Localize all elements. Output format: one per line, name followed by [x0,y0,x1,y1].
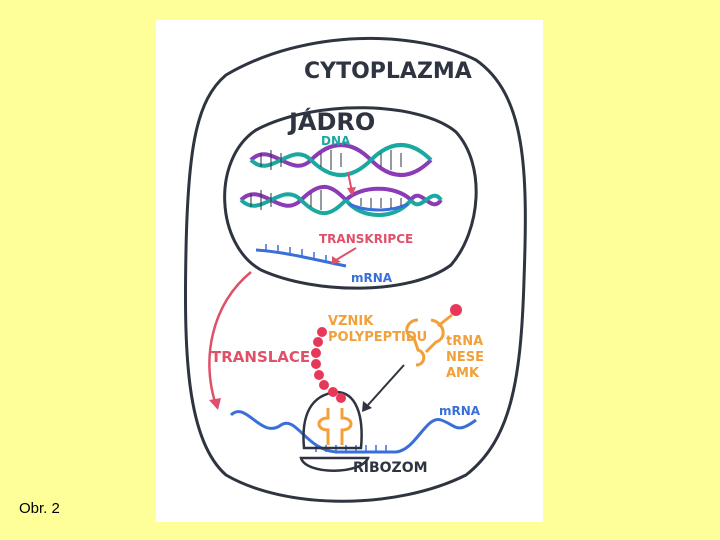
diagram-panel: CYTOPLAZMA JÁDRO DNA TRANSKRIPCE mRNA TR… [156,20,543,522]
figure-caption: Obr. 2 [19,500,60,517]
transcription-arrow [335,247,357,261]
trna-in-ribosome [317,408,353,445]
ribosome-large-subunit [302,390,363,450]
mrna-strand-cytoplasm [229,410,477,454]
label-trna-line1: tRNA [446,334,483,349]
trna-arrow-head [362,401,372,412]
transcription-arrow-head [332,256,341,264]
translation-arrow [208,271,252,406]
cell-membrane [184,36,527,503]
trna-arrow [367,364,405,406]
label-polypeptide-line1: VZNIK [328,314,374,329]
label-mrna-nucleus: mRNA [351,271,393,285]
dna-helix-bottom [239,184,443,217]
translation-arrow-head [209,398,221,410]
dna-helix-top [249,143,433,177]
label-trna-line2: NESE [446,350,484,365]
label-translation: TRANSLACE [211,348,310,366]
label-trna-line3: AMK [446,366,480,381]
amino-acid-link [437,313,453,328]
label-cytoplasm: CYTOPLAZMA [304,59,472,84]
label-dna: DNA [321,134,351,148]
label-ribosome: RIBOZOM [353,460,428,476]
label-transcription: TRANSKRIPCE [319,232,413,246]
mrna-strand-nucleus [255,244,347,268]
label-nucleus: JÁDRO [287,107,375,136]
polypeptide-chain [311,327,346,403]
nucleus-membrane [223,106,478,290]
label-polypeptide-line2: POLYPEPTIDU [328,330,427,345]
dna-arrow-head [347,187,356,196]
cell-diagram: CYTOPLAZMA JÁDRO DNA TRANSKRIPCE mRNA TR… [184,36,527,503]
label-mrna-cytoplasm: mRNA [439,404,481,418]
free-trna [405,318,445,367]
ribosome-small-subunit [299,456,370,472]
amino-acid [450,304,462,316]
